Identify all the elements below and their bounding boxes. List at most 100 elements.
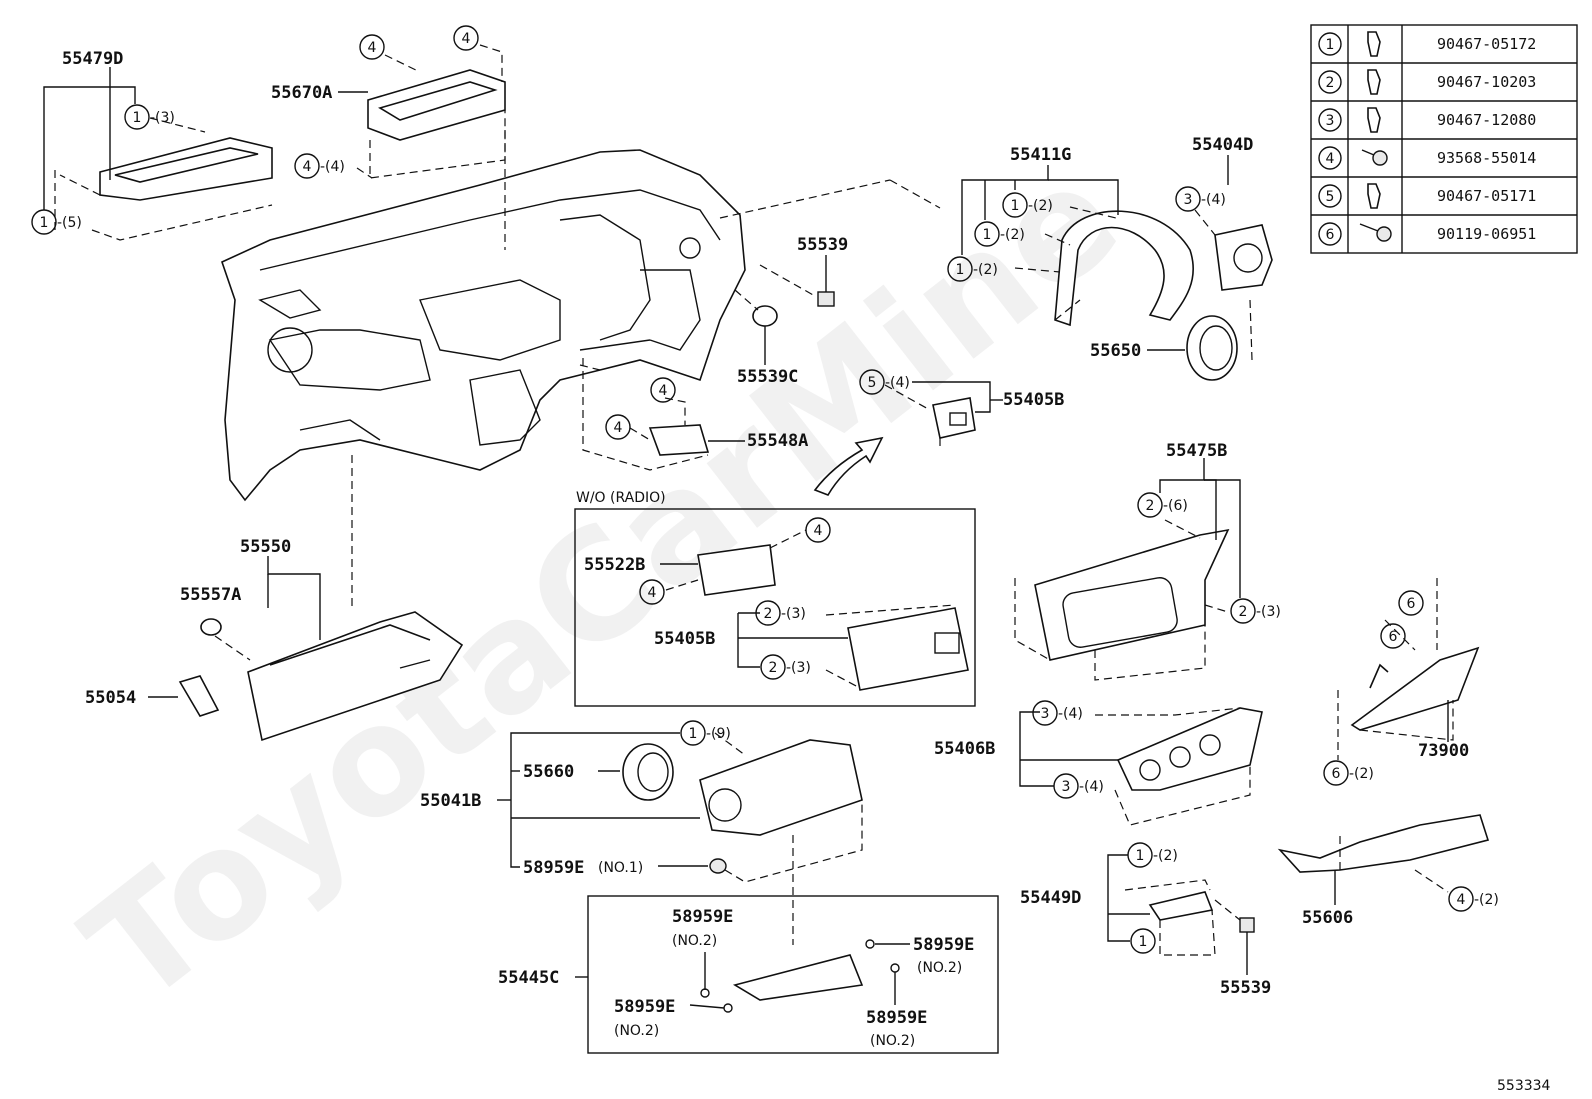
svg-text:2: 2	[1239, 604, 1248, 620]
label-55548a: 55548A	[747, 431, 808, 451]
svg-text:1: 1	[689, 726, 698, 742]
note-wo-radio: W/O (RADIO)	[576, 490, 666, 506]
svg-text:-(2): -(2)	[1000, 227, 1025, 243]
label-55539-top: 55539	[797, 235, 848, 255]
label-58959e-d: 58959E	[866, 1008, 927, 1028]
svg-text:1: 1	[1326, 37, 1335, 53]
tray-55479d	[99, 137, 273, 201]
callouts: 1 -(3) 1 -(5) 4 4 4 -(4) 1 -(2) 1 -(2) 1…	[31, 25, 1499, 954]
svg-text:-(3): -(3)	[781, 606, 806, 622]
svg-text:-(2): -(2)	[1153, 848, 1178, 864]
svg-text:3: 3	[1041, 706, 1050, 722]
label-58959e-a: 58959E	[672, 907, 733, 927]
fastener-row: 1 90467-05172	[1318, 31, 1536, 57]
label-55404d: 55404D	[1192, 135, 1253, 155]
leader-lines	[43, 44, 1454, 1054]
svg-text:6: 6	[1407, 596, 1416, 612]
wo-radio-box	[574, 508, 976, 707]
svg-text:-(2): -(2)	[1349, 766, 1374, 782]
screw-icon	[1361, 149, 1388, 166]
bracket-55548a	[648, 424, 710, 456]
knob-55650	[1186, 315, 1238, 381]
label-55479d: 55479D	[62, 49, 123, 69]
svg-text:5: 5	[1326, 189, 1335, 205]
label-55606: 55606	[1302, 908, 1353, 928]
clip-55539-top	[817, 291, 835, 307]
label-73900: 73900	[1418, 741, 1469, 761]
clip-icon	[1367, 107, 1381, 133]
center-panel-55475b	[1034, 528, 1230, 661]
svg-text:-(4): -(4)	[320, 159, 345, 175]
svg-text:-(2): -(2)	[1028, 198, 1053, 214]
label-55041b: 55041B	[420, 791, 481, 811]
svg-text:-(3): -(3)	[786, 660, 811, 676]
svg-text:4: 4	[648, 585, 657, 601]
svg-text:-(3): -(3)	[150, 110, 175, 126]
lower-panel-55041b	[699, 739, 863, 836]
label-58959e-b: 58959E	[913, 935, 974, 955]
svg-text:90467-05171: 90467-05171	[1437, 187, 1536, 205]
svg-text:90467-05172: 90467-05172	[1437, 35, 1536, 53]
svg-text:4: 4	[368, 40, 377, 56]
svg-text:93568-55014: 93568-55014	[1437, 149, 1536, 167]
switch-housing-55404d	[1214, 224, 1273, 291]
vent-55670a	[367, 69, 506, 141]
note-no2-c: (NO.2)	[614, 1023, 659, 1039]
clip-icon	[1367, 31, 1381, 57]
glove-box-55550	[247, 611, 464, 742]
label-55670a: 55670A	[271, 83, 332, 103]
svg-text:90467-12080: 90467-12080	[1437, 111, 1536, 129]
svg-text:1: 1	[40, 215, 49, 231]
label-55660: 55660	[523, 762, 574, 782]
cover-55522b	[697, 544, 776, 596]
knob-55660	[622, 743, 674, 801]
fastener-table: 1 90467-05172 2 90467-10203 3 90467-1208…	[1310, 24, 1578, 254]
label-55411g: 55411G	[1010, 145, 1071, 165]
label-55445c: 55445C	[498, 968, 559, 988]
meter-bezel-55411g	[1054, 210, 1194, 327]
svg-text:1: 1	[133, 110, 142, 126]
clip-58959e-no1	[709, 858, 727, 874]
label-55539c: 55539C	[737, 367, 798, 387]
label-55522b: 55522B	[584, 555, 645, 575]
label-55550: 55550	[240, 537, 291, 557]
clip-icon	[1367, 183, 1381, 209]
svg-text:2: 2	[1146, 498, 1155, 514]
diagram-id: 553334	[1497, 1078, 1551, 1094]
bumper-55557a	[200, 618, 222, 636]
svg-text:-(2): -(2)	[973, 262, 998, 278]
label-55449d: 55449D	[1020, 888, 1081, 908]
svg-text:-(4): -(4)	[1058, 706, 1083, 722]
bracket-73900	[1350, 646, 1480, 731]
clip-55539-bottom	[1239, 917, 1255, 933]
svg-text:4: 4	[1326, 151, 1335, 167]
arrow-icon	[813, 436, 884, 496]
svg-text:-(9): -(9)	[706, 726, 731, 742]
note-no2-a: (NO.2)	[672, 933, 717, 949]
svg-text:6: 6	[1326, 227, 1335, 243]
label-58959e-no1: 58959E	[523, 858, 584, 878]
label-55475b: 55475B	[1166, 441, 1227, 461]
svg-text:1: 1	[1011, 198, 1020, 214]
svg-text:-(2): -(2)	[1474, 892, 1499, 908]
svg-text:3: 3	[1326, 113, 1335, 129]
clip-icon	[1367, 69, 1381, 95]
label-55539-bottom: 55539	[1220, 978, 1271, 998]
svg-text:-(3): -(3)	[1256, 604, 1281, 620]
svg-text:1: 1	[956, 262, 965, 278]
svg-text:4: 4	[1457, 892, 1466, 908]
svg-text:-(5): -(5)	[57, 215, 82, 231]
label-55405b-radio: 55405B	[654, 629, 715, 649]
note-no1: (NO.1)	[598, 860, 643, 876]
svg-text:5: 5	[868, 375, 877, 391]
svg-text:2: 2	[764, 606, 773, 622]
switch-55405b-top	[932, 397, 976, 439]
svg-text:2: 2	[769, 660, 778, 676]
damper-55054	[178, 675, 220, 717]
fastener-row: 3 90467-12080	[1318, 107, 1536, 133]
switch-55449d	[1148, 891, 1214, 921]
svg-text:3: 3	[1062, 779, 1071, 795]
label-55406b: 55406B	[934, 739, 995, 759]
svg-text:90119-06951: 90119-06951	[1437, 225, 1536, 243]
label-55557a: 55557A	[180, 585, 241, 605]
